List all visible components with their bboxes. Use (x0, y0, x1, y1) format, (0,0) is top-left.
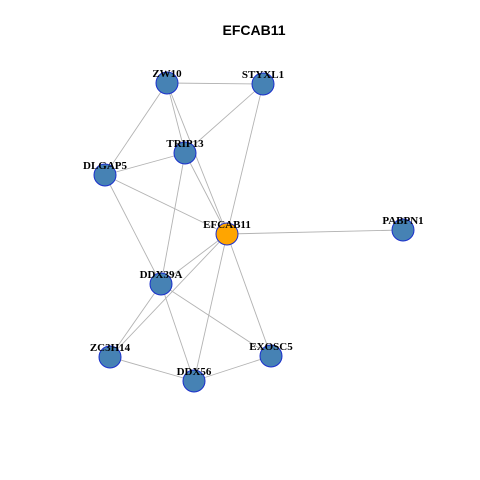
node-label-styxl1: STYXL1 (242, 69, 284, 81)
node-label-dlgap5: DLGAP5 (83, 160, 128, 172)
edge-ddx39a-exosc5 (160, 283, 272, 357)
node-efcab11[interactable] (215, 222, 239, 246)
edge-efcab11-pabpn1 (226, 229, 404, 235)
node-label-trip13: TRIP13 (166, 138, 204, 150)
node-exosc5[interactable] (259, 344, 283, 368)
edge-trip13-efcab11 (184, 152, 228, 235)
node-pabpn1[interactable] (391, 218, 415, 242)
node-label-zw10: ZW10 (152, 68, 182, 80)
node-zw10[interactable] (155, 71, 179, 95)
node-ddx39a[interactable] (149, 272, 173, 296)
node-trip13[interactable] (173, 141, 197, 165)
node-layer (93, 71, 415, 393)
edge-dlgap5-ddx39a (104, 174, 162, 285)
edge-efcab11-zc3h14 (109, 233, 228, 358)
node-label-exosc5: EXOSC5 (249, 341, 293, 353)
node-dlgap5[interactable] (93, 163, 117, 187)
edge-zw10-efcab11 (166, 82, 228, 235)
edge-efcab11-exosc5 (226, 233, 272, 357)
edge-dlgap5-efcab11 (104, 174, 228, 235)
edge-ddx39a-ddx56 (160, 283, 195, 382)
graph-title: EFCAB11 (222, 22, 285, 38)
edge-zw10-styxl1 (166, 82, 264, 85)
node-label-ddx56: DDX56 (177, 366, 212, 378)
node-label-pabpn1: PABPN1 (382, 215, 423, 227)
edge-efcab11-ddx39a (160, 233, 228, 285)
edge-zw10-trip13 (166, 82, 186, 154)
edge-efcab11-ddx56 (193, 233, 228, 382)
node-label-zc3h14: ZC3H14 (90, 342, 131, 354)
edge-styxl1-efcab11 (226, 83, 264, 235)
node-zc3h14[interactable] (98, 345, 122, 369)
edge-zc3h14-ddx56 (109, 356, 195, 382)
edge-trip13-dlgap5 (104, 152, 186, 176)
edge-styxl1-trip13 (184, 83, 264, 154)
edge-layer (104, 82, 404, 382)
edge-trip13-ddx39a (160, 152, 186, 285)
node-ddx56[interactable] (182, 369, 206, 393)
node-styxl1[interactable] (251, 72, 275, 96)
node-label-ddx39a: DDX39A (140, 269, 183, 281)
edge-ddx39a-zc3h14 (109, 283, 162, 358)
edge-zw10-dlgap5 (104, 82, 168, 176)
node-label-efcab11: EFCAB11 (203, 219, 251, 231)
edge-ddx56-exosc5 (193, 355, 272, 382)
